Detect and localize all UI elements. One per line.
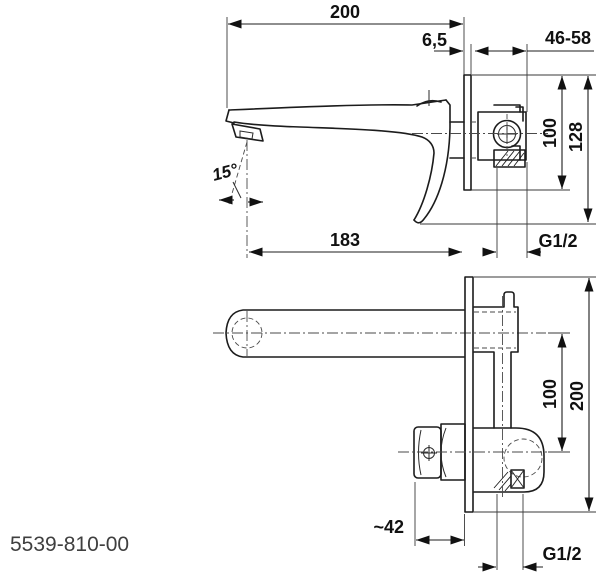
plan-extension-lines [414,276,596,570]
spout-tube [225,309,465,358]
dim-label-spout-reach: 200 [330,2,360,22]
side-extension-lines [226,17,596,258]
hidden-tube-lines [474,311,516,349]
handle-axis-hidden-circle [503,438,543,478]
spout-connection-block [473,291,519,429]
inlet-hatching [495,150,525,167]
valve-elbow [473,427,545,493]
inlet-connection [493,149,526,168]
valve-body-block [477,111,527,161]
concealed-body-plan [473,291,545,498]
spray-direction-line [228,141,248,205]
spout-plan [213,309,546,358]
dim-label-overall-height: 128 [566,122,586,152]
lever-inner-and-underside [233,121,435,221]
spout-side-profile [225,90,465,224]
model-number: 5539-810-00 [10,533,129,556]
dim-label-plate-thickness: 6,5 [422,30,447,50]
outlet-hatching [493,471,512,492]
side-view: 200 6,5 46-58 100 128 183 G1/2 15° [210,2,596,258]
dim-label-axis-distance: 100 [540,379,560,409]
handle-plan [398,423,556,481]
handle-knob-arc [418,429,422,476]
dim-label-install-depth: 46-58 [545,28,591,48]
wall-plate-plan [464,276,474,513]
thread-label-plan: G1/2 [542,544,581,564]
spout-tip [225,109,235,124]
spray-angle-annotation: 15° [210,140,263,258]
plan-view: 100 200 ~42 G1/2 [213,276,596,572]
concealed-valve-body [412,104,548,168]
wall-plate-side [463,74,472,191]
handle-base-arc [440,427,447,478]
dim-label-handle-projection: ~42 [373,517,404,537]
aerator-housing [231,123,264,142]
dim-label-plate-height: 100 [540,118,560,148]
valve-top-tab [493,104,524,122]
hidden-connector-lines [471,121,478,159]
lever-outer-edge [413,99,451,224]
spout-top-edge [228,99,447,111]
outlet-cross [510,469,525,489]
handle-screw-cross [421,445,437,461]
dim-label-plate-width: 200 [567,381,587,411]
thread-label-side: G1/2 [538,231,577,251]
dim-label-aerator-reach: 183 [330,230,360,250]
aerator-insert [239,130,254,140]
wall-connector [449,121,465,159]
